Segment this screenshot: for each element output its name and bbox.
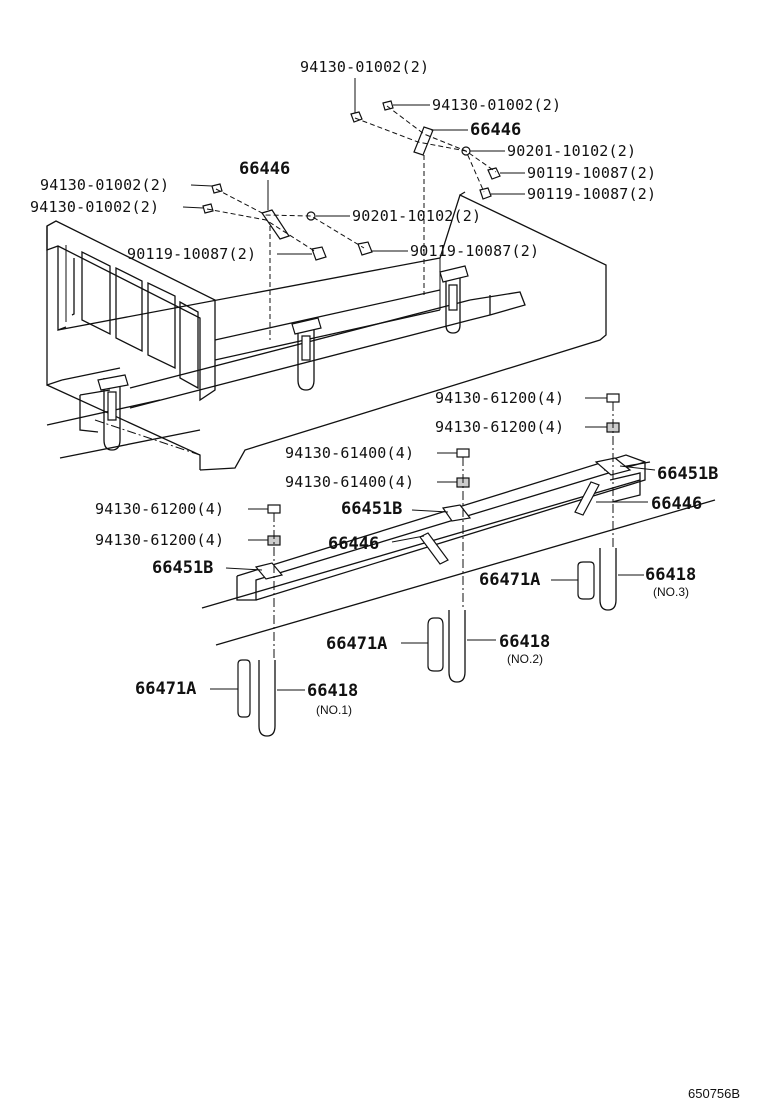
callout-94130-61200-l-b: 94130-61200(4) — [95, 531, 224, 549]
callout-no1: (NO.1) — [316, 703, 352, 717]
callout-66446-top: 66446 — [470, 120, 521, 140]
leader-lines — [182, 78, 656, 691]
lower-frame-illustration — [201, 393, 716, 737]
callout-66418-no3: 66418 — [645, 565, 696, 585]
callout-94130-61200-r-a: 94130-61200(4) — [435, 389, 564, 407]
callout-94130-61200-r-b: 94130-61200(4) — [435, 418, 564, 436]
callout-66446-mid: 66446 — [328, 534, 379, 554]
callout-94130-01002-right: 94130-01002(2) — [432, 96, 561, 114]
part-number-labels: 94130-01002(2) 94130-01002(2) 66446 9020… — [30, 58, 740, 1101]
callout-90119-10087-mid: 90119-10087(2) — [410, 242, 539, 260]
figure-code: 650756B — [688, 1086, 740, 1101]
callout-66471a-no1: 66471A — [135, 679, 196, 699]
callout-90119-10087-top-b: 90119-10087(2) — [527, 185, 656, 203]
callout-94130-61400-a: 94130-61400(4) — [285, 444, 414, 462]
callout-90119-10087-top-a: 90119-10087(2) — [527, 164, 656, 182]
callout-94130-01002-left-a: 94130-01002(2) — [40, 176, 169, 194]
callout-90201-10102-top: 90201-10102(2) — [507, 142, 636, 160]
callout-66418-no1: 66418 — [307, 681, 358, 701]
callout-94130-01002-left-b: 94130-01002(2) — [30, 198, 159, 216]
callout-no3: (NO.3) — [653, 585, 689, 599]
callout-66451b-mid: 66451B — [341, 499, 402, 519]
callout-no2: (NO.2) — [507, 652, 543, 666]
callout-94130-61400-b: 94130-61400(4) — [285, 473, 414, 491]
callout-94130-61200-l-a: 94130-61200(4) — [95, 500, 224, 518]
callout-90119-10087-left: 90119-10087(2) — [127, 245, 256, 263]
callout-90201-10102-mid: 90201-10102(2) — [352, 207, 481, 225]
callout-66471a-no2: 66471A — [326, 634, 387, 654]
callout-66446-right: 66446 — [651, 494, 702, 514]
upper-hardware — [202, 100, 501, 340]
truck-bed-illustration — [46, 191, 607, 471]
callout-66446-left: 66446 — [239, 159, 290, 179]
callout-66451b-right: 66451B — [657, 464, 718, 484]
callout-66418-no2: 66418 — [499, 632, 550, 652]
callout-66471a-no3: 66471A — [479, 570, 540, 590]
callout-66451b-left: 66451B — [152, 558, 213, 578]
callout-94130-01002-top: 94130-01002(2) — [300, 58, 429, 76]
